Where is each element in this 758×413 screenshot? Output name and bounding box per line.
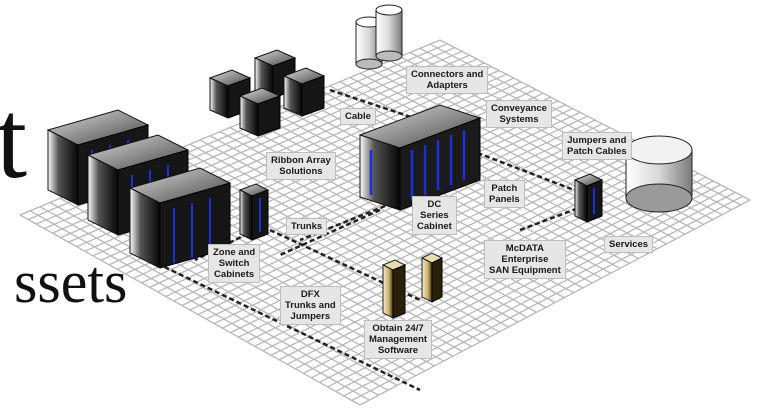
label-trunks: Trunks [286, 218, 327, 235]
label-jumpers-patch-cables: Jumpers and Patch Cables [562, 132, 632, 160]
label-mcdata-equipment: McDATA Enterprise SAN Equipment [484, 240, 566, 279]
title-fragment-top: t [0, 84, 25, 196]
storage-cylinder [626, 136, 692, 212]
title-fragment-bottom: ssets [14, 252, 127, 312]
connector-cylinders [356, 5, 402, 69]
label-patch-panels: Patch Panels [484, 180, 525, 208]
label-obtain-management-software: Obtain 24/7 Management Software [364, 320, 432, 359]
label-conveyance-systems: Conveyance Systems [486, 100, 552, 128]
label-ribbon-array-solutions: Ribbon Array Solutions [266, 152, 336, 180]
label-zone-switch-cabinets: Zone and Switch Cabinets [208, 244, 260, 283]
label-dc-series-cabinet: DC Series Cabinet [412, 196, 457, 235]
label-dfx-trunks-jumpers: DFX Trunks and Jumpers [280, 286, 341, 325]
zone-switch-cabinet [240, 184, 268, 240]
server-cluster-top [210, 50, 324, 136]
server-rack-cluster-left [48, 110, 230, 268]
services-cabinet [575, 174, 602, 222]
label-connectors-adapters: Connectors and Adapters [406, 66, 488, 94]
label-cable: Cable [340, 108, 376, 125]
label-services: Services [604, 236, 653, 253]
